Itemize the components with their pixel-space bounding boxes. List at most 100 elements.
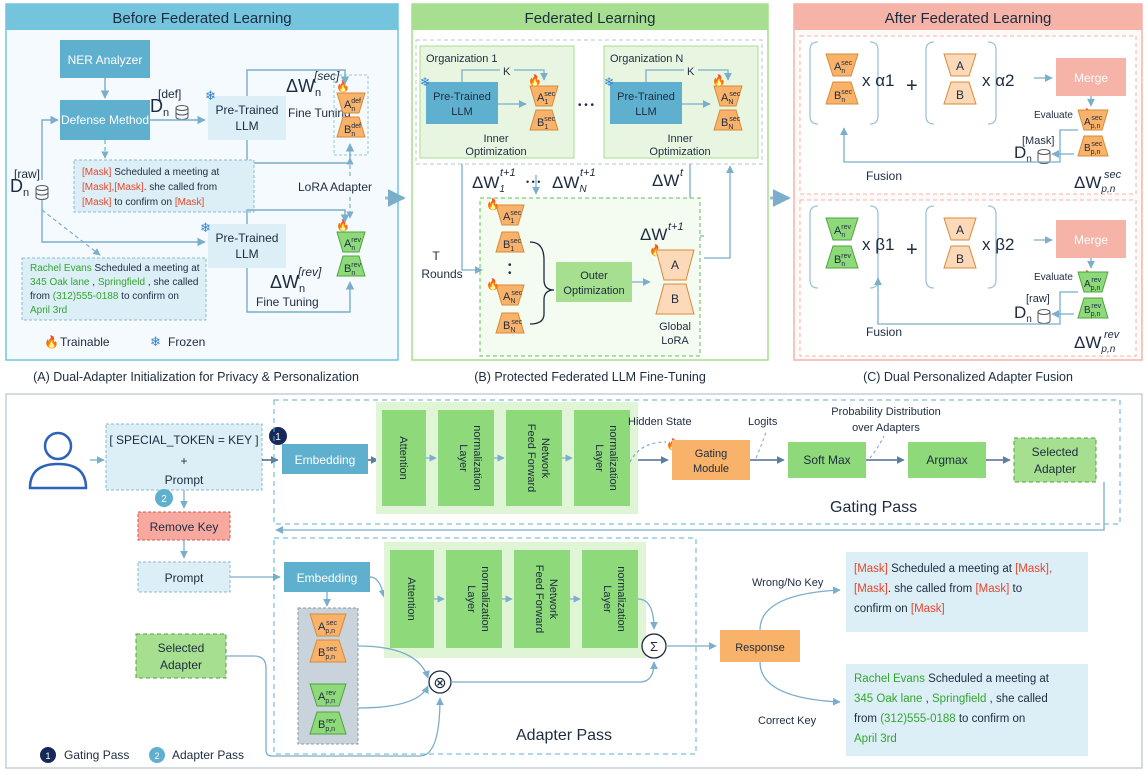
prompt-mid-box (137, 561, 231, 593)
special-token: [ SPECIAL_TOKEN = KEY ] (109, 433, 258, 447)
org1-adapter-a: A1sec 🔥 (528, 74, 559, 107)
outer-optimization-box (556, 262, 632, 302)
attention-gating-label: Attention (397, 436, 409, 479)
panel-before-federated: Before Federated Learning NER Analyzer D… (5, 3, 399, 361)
ds-mask-label: Dn (1014, 143, 1032, 165)
attention-gating (382, 410, 426, 506)
pretrained-llm-top (208, 96, 286, 140)
x-alpha2: x α2 (982, 71, 1015, 90)
database-icon (1037, 149, 1051, 164)
svg-text:B1sec: B1sec (503, 238, 522, 253)
svg-text:B: B (671, 292, 679, 306)
org1-label: Organization 1 (426, 53, 498, 65)
panel-inference: [ SPECIAL_TOKEN = KEY ] + Prompt 1 2 Emb… (5, 393, 1143, 769)
layer-norm-2-adapter-l1: Layer (601, 585, 613, 613)
ffn-adapter-l1: Feed Forward (533, 565, 545, 633)
layer-norm-2-gating-l1: Layer (593, 444, 605, 472)
layer-norm-2-gating-l2: normalization (607, 425, 619, 490)
dataset-def-label: Dn (150, 96, 169, 119)
orgN-pretrained-l1: Pre-Trained (617, 91, 675, 103)
legend-gating-badge-label: 1 (45, 751, 50, 761)
masked-example-box (73, 159, 255, 213)
after-bpn-rev: Bp,nrev (1077, 297, 1109, 319)
rich-text-segment: to confirm on (118, 291, 179, 302)
rich-text-segment: Scheduled a meeting at (888, 563, 1015, 575)
gating-module-l2: Module (693, 463, 729, 475)
delta-w-N-sup: t+1 (580, 167, 596, 179)
delta-w-sec-sup: [sec] (313, 69, 340, 83)
evaluate-sec: Evaluate (1034, 110, 1073, 121)
svg-text:Ap,nrev: Ap,nrev (1084, 277, 1102, 292)
delta-w-t1-sup: t+1 (668, 221, 684, 233)
orgN-inner-l2: Optimization (649, 146, 710, 158)
frozen-icon: ❄ (200, 220, 211, 235)
org1-inner-l2: Optimization (465, 146, 526, 158)
embedding-mid (284, 562, 370, 592)
svg-text:Anrev: Anrev (344, 237, 361, 252)
global-aN: ANsec 🔥 (486, 278, 525, 306)
ner-analyzer-box (60, 40, 150, 78)
rich-text-segment: . she called from (888, 583, 976, 595)
svg-text:B: B (956, 88, 964, 102)
delta-w-pn-rev-sup: rev (1104, 329, 1121, 341)
ffn-gating (506, 410, 562, 506)
attention-adapter-label: Attention (405, 577, 417, 620)
pretrained-top-l1: Pre-Trained (216, 103, 279, 117)
svg-text:Bp,nsec: Bp,nsec (318, 646, 337, 661)
otimes-label: ⊗ (433, 675, 446, 692)
remove-key-label: Remove Key (150, 520, 219, 534)
rich-text-segment: to (1009, 583, 1022, 595)
delta-w-t1: ΔW (640, 225, 667, 244)
layer-norm-1-adapter (446, 550, 502, 648)
delta-dots: • • • (526, 177, 540, 187)
caption-c: (C) Dual Personalized Adapter Fusion (863, 370, 1073, 384)
ffn-gating-l2: Network (539, 438, 551, 479)
svg-text:Ansec: Ansec (834, 60, 853, 75)
adapter-def-b: Bndef (336, 116, 366, 138)
layer-norm-1-gating (438, 410, 494, 506)
adapter-pass-label: Adapter Pass (516, 727, 612, 744)
fusion-rev: Fusion (866, 325, 902, 339)
rich-text-segment: [Mask] (175, 197, 205, 208)
fusion-sec: Fusion (866, 169, 902, 183)
rich-text-segment: confirm on (854, 603, 911, 615)
gating-module-l1: Gating (695, 448, 727, 460)
inf-apn-rev: Ap,nrev (309, 683, 347, 707)
fine-tuning-bottom: Fine Tuning (256, 295, 319, 309)
logits: Logits (748, 416, 778, 428)
merge-box-rev (1056, 220, 1126, 258)
rich-text-segment: 345 Oak lane (30, 277, 90, 288)
wrong-key-label: Wrong/No Key (752, 577, 824, 589)
frozen-icon: ❄ (420, 75, 430, 89)
legend-adapter-badge-label: 2 (154, 751, 159, 761)
caption-b: (B) Protected Federated LLM Fine-Tuning (474, 370, 706, 384)
masked-example-text: [Mask] Scheduled a meeting at[Mask],[Mas… (82, 167, 220, 208)
delta-w-t-sup: t (680, 167, 684, 179)
global-lora-l1: Global (659, 321, 691, 333)
after-b-plain-rev: B (943, 245, 977, 269)
pretrained-top-l2: LLM (235, 119, 258, 133)
rich-text-segment: from (854, 713, 880, 725)
rich-text-segment: Scheduled a meeting at (111, 167, 219, 178)
frozen-legend-icon: ❄ (150, 334, 161, 349)
delta-w-sec: ΔWn (286, 76, 321, 99)
inf-bpn-sec: Bp,nsec (309, 639, 347, 663)
frozen-icon: ❄ (604, 75, 614, 89)
trainable-icon: 🔥 (528, 74, 542, 87)
svg-text:Bnrev: Bnrev (834, 253, 851, 268)
fine-tuning-top: Fine Tuning (288, 106, 351, 120)
user-icon (28, 431, 88, 490)
rich-text-segment: 345 Oak lane (854, 693, 922, 705)
org1-inner-l1: Inner (483, 133, 508, 145)
svg-text:Bp,nrev: Bp,nrev (1084, 303, 1102, 318)
rich-text-segment: [Mask] (82, 167, 112, 178)
svg-text:Anrev: Anrev (834, 224, 851, 239)
ffn-gating-l1: Feed Forward (525, 424, 537, 492)
pretrained-llm-bottom (208, 224, 286, 268)
merge-label-sec: Merge (1074, 71, 1108, 85)
delta-w-pn-rev: ΔWp,n (1074, 333, 1116, 355)
global-a1: A1sec 🔥 (486, 198, 525, 226)
global-lora-b: B (655, 283, 695, 315)
orgN-label: Organization N (610, 53, 683, 65)
